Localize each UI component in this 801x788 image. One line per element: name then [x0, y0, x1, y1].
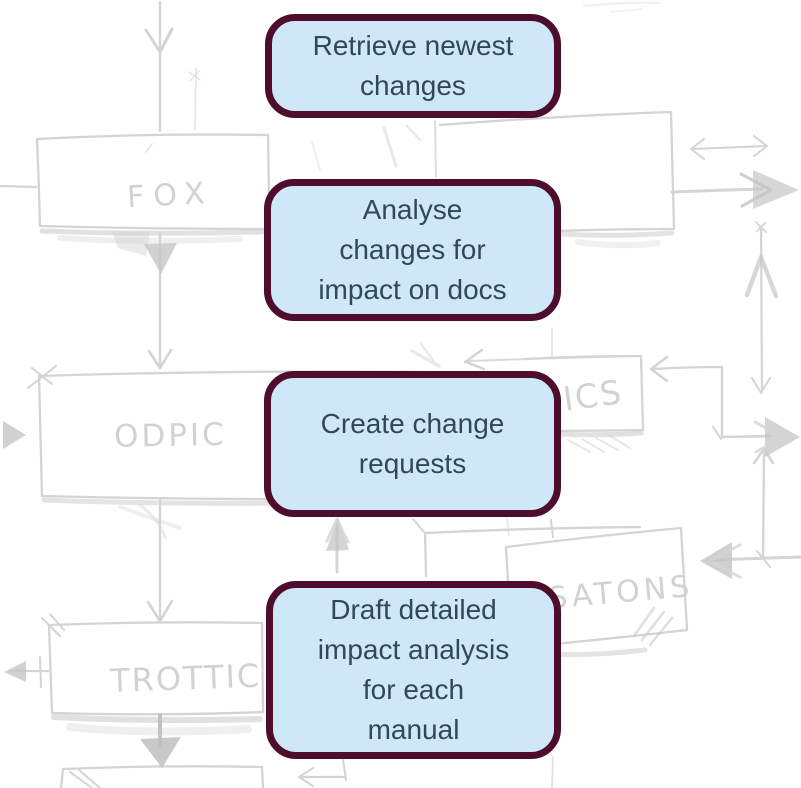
sketch-box-top-right [438, 110, 676, 233]
step-label: Draft detailed impact analysis for each … [317, 594, 510, 745]
sketch-label-odpic: ODPIC [114, 417, 227, 455]
sketch-box-fox [35, 133, 271, 231]
step-label: Retrieve newest changes [312, 30, 514, 101]
flow-step-retrieve-newest-changes: Retrieve newest changes [265, 14, 561, 118]
flow-step-analyse-changes: Analyse changes for impact on docs [264, 179, 561, 321]
flow-step-draft-impact-analysis: Draft detailed impact analysis for each … [266, 581, 561, 759]
flow-step-create-change-requests: Create change requests [264, 371, 561, 517]
sketch-box-trottic [41, 613, 265, 716]
sketch-label-fox: FOX [126, 176, 214, 215]
step-label: Create change requests [320, 408, 505, 479]
sketch-label-trottic: TROTTIC [108, 657, 262, 700]
sketch-label-ics: ICS [561, 372, 626, 419]
sketch-box-bottom [59, 765, 265, 788]
sketch-label-satons: SATONS [547, 569, 695, 617]
step-label: Analyse changes for impact on docs [318, 194, 507, 305]
sketch-shadows [39, 228, 675, 736]
